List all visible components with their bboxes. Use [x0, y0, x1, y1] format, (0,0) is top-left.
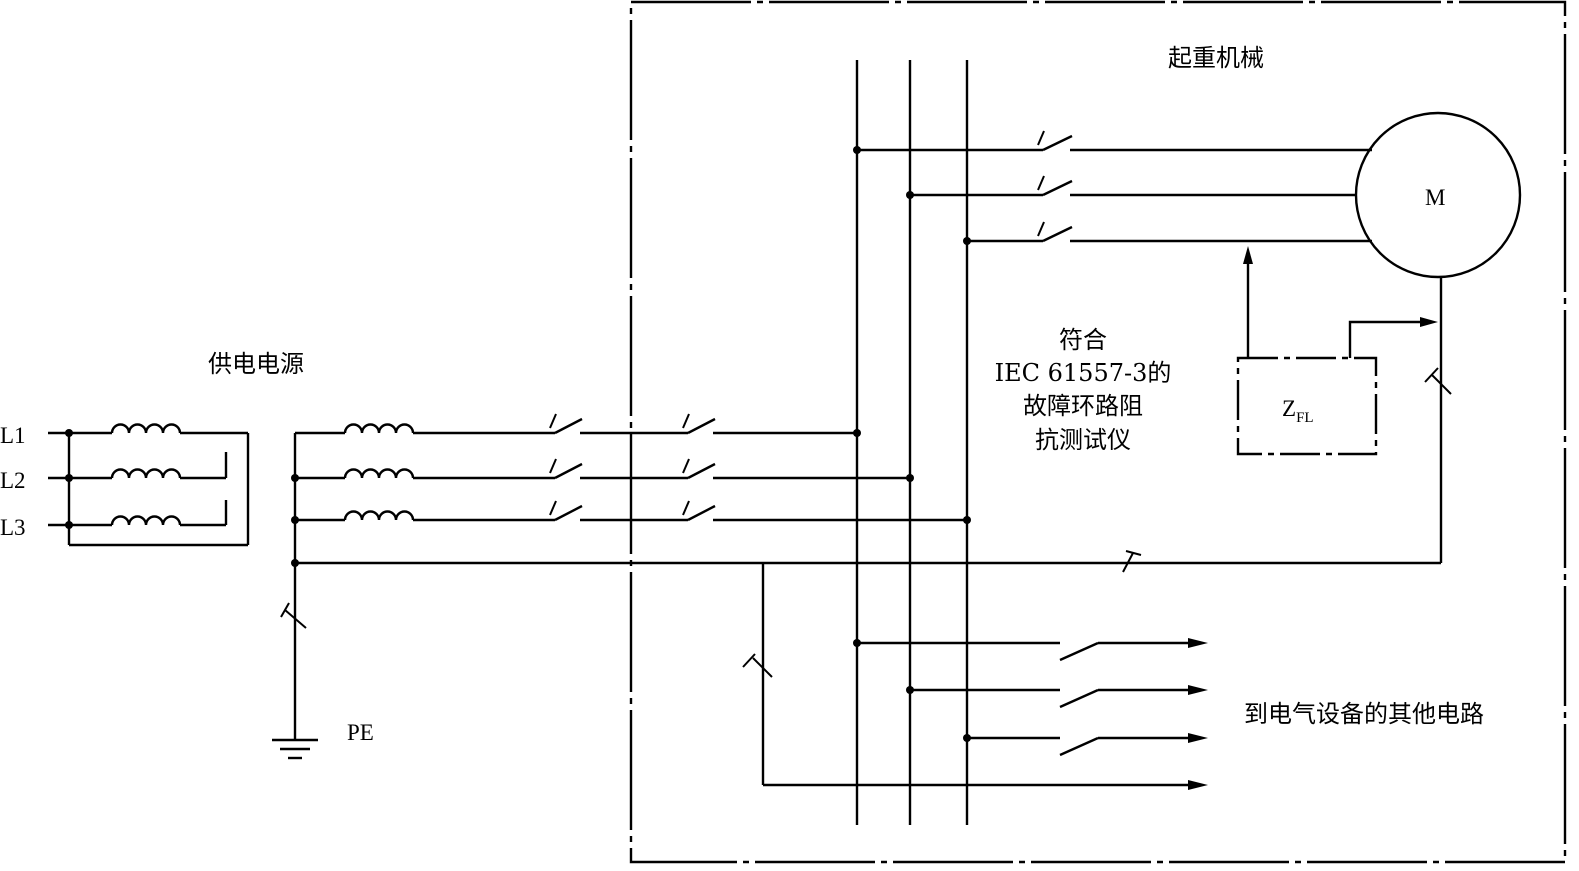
- motor-label: M: [1425, 185, 1445, 210]
- impedance-subscript: FL: [1296, 410, 1314, 426]
- tester-label-line1: 符合: [1059, 326, 1107, 354]
- phase-l1-label: L1: [0, 423, 26, 448]
- other-circuits: [742, 563, 1208, 790]
- other-circuits-label: 到电气设备的其他电路: [1244, 700, 1484, 728]
- motor: [1354, 111, 1522, 279]
- ground-symbol: [272, 738, 318, 760]
- impedance-main: Z: [1282, 396, 1296, 421]
- crane-boundary: [629, 0, 1567, 864]
- tester-label-line2: IEC 61557-3的: [995, 359, 1172, 387]
- phase-l3-label: L3: [0, 515, 26, 540]
- impedance-tester: [1236, 246, 1438, 456]
- tester-label-line3: 故障环路阻: [1023, 392, 1143, 420]
- busbars: [853, 60, 971, 825]
- pe-label: PE: [347, 720, 374, 745]
- tester-label-line4: 抗测试仪: [1035, 426, 1131, 454]
- supply-transformer: [48, 423, 250, 547]
- motor-branch: [853, 130, 1372, 245]
- secondary-star-point: [280, 423, 415, 740]
- power-supply-label: 供电电源: [208, 350, 304, 378]
- phase-l2-label: L2: [0, 468, 26, 493]
- impedance-label: ZFL: [1282, 396, 1314, 426]
- crane-label: 起重机械: [1168, 44, 1264, 72]
- main-feeder: [295, 278, 1452, 573]
